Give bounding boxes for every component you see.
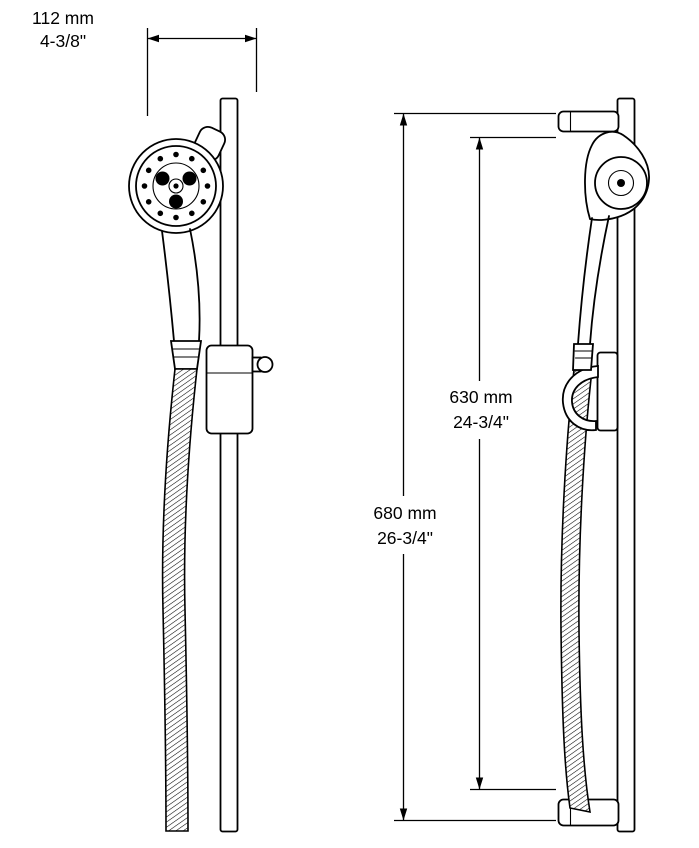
slide-bar-side — [616, 97, 636, 833]
arrowhead-inner-top — [475, 137, 484, 150]
handle-side — [572, 215, 610, 371]
dimension-inner-metric-label: 630 mm — [449, 387, 512, 407]
dimension-width-metric-label: 112 mm — [32, 8, 94, 28]
front-view: 112 mm 4-3/8" — [32, 8, 274, 833]
slider-bracket-front — [205, 344, 274, 435]
arrowhead-right — [245, 34, 257, 43]
hose-nut-side — [572, 343, 594, 371]
arrowhead-overall-top — [399, 113, 408, 126]
wall-bracket-top — [557, 110, 620, 133]
dimension-overall-metric-label: 680 mm — [373, 503, 436, 523]
hose-nut-front — [169, 340, 203, 370]
slide-bar-front — [219, 97, 239, 833]
dimension-overall-imperial-label: 26-3/4" — [377, 528, 433, 548]
arrowhead-inner-bottom — [475, 777, 484, 790]
dimension-inner-height: 630 mm 24-3/4" — [449, 136, 556, 791]
holder-bracket-side — [562, 351, 619, 432]
spray-nozzle-ring — [141, 151, 211, 221]
handshower-head-side — [584, 131, 650, 221]
arrowhead-overall-bottom — [399, 808, 408, 821]
hose-front — [161, 368, 198, 832]
handle-front — [161, 228, 203, 370]
spray-face-center-dot — [173, 183, 179, 189]
side-view: 680 mm 26-3/4" 630 mm 24-3/4" — [373, 97, 650, 833]
head-face-side-dot — [617, 179, 625, 187]
arrowhead-left — [147, 34, 159, 43]
hose-side — [560, 369, 593, 814]
dimension-inner-imperial-label: 24-3/4" — [453, 412, 509, 432]
dimension-overall-height: 680 mm 26-3/4" — [373, 112, 556, 822]
dimension-width-imperial-label: 4-3/8" — [40, 31, 86, 51]
bracket-knob — [256, 356, 274, 373]
spray-face-pattern — [155, 171, 197, 209]
dimension-width: 112 mm 4-3/8" — [32, 8, 258, 116]
holder-hook — [562, 365, 599, 432]
handshower-head-front — [128, 125, 226, 234]
